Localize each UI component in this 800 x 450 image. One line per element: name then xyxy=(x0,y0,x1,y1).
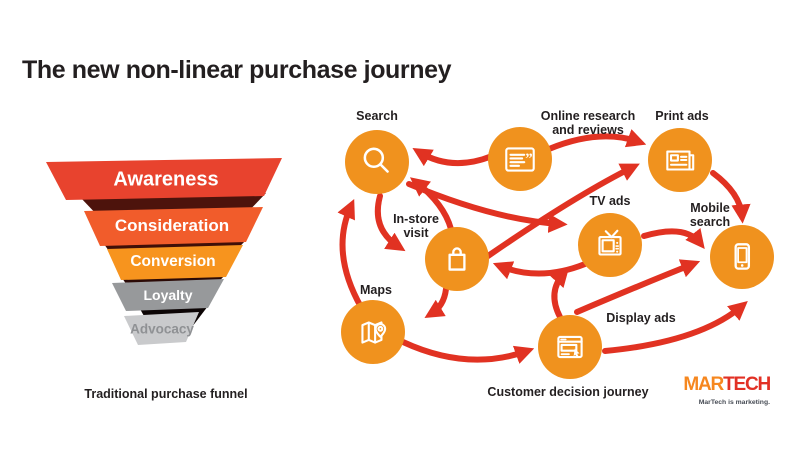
martech-wordmark: MARTECH xyxy=(660,374,771,395)
funnel-label-consideration: Consideration xyxy=(114,216,230,235)
magnifier-icon xyxy=(363,147,389,173)
node-label-online-research: Online research and reviews xyxy=(540,109,636,137)
map-icon xyxy=(361,321,387,344)
node-label-display-ads: Display ads xyxy=(606,311,676,325)
funnel-band-consideration xyxy=(84,207,263,246)
smartphone-icon xyxy=(734,243,751,270)
node-display-ads xyxy=(538,315,602,379)
funnel-label-loyalty: Loyalty xyxy=(143,287,193,303)
journey-arrows xyxy=(337,129,751,364)
arrow-online-research-to-search xyxy=(412,148,495,167)
arrow-tv-ads-to-mobile-search xyxy=(641,228,705,250)
wordmark-left: MAR xyxy=(683,374,724,395)
shopping-bag-icon xyxy=(448,247,466,271)
node-online-research: ” xyxy=(488,127,552,191)
arrow-maps-to-search xyxy=(337,199,364,310)
arrow-display-ads-to-tv-ads xyxy=(549,267,570,320)
arrow-online-research-to-print-ads xyxy=(546,129,647,152)
node-label-tv-ads: TV ads xyxy=(589,194,631,208)
journey-caption: Customer decision journey xyxy=(487,385,649,399)
funnel-band-awareness xyxy=(46,158,282,200)
arrow-tv-ads-to-in-store xyxy=(492,261,588,280)
martech-tagline: MarTech is marketing. xyxy=(698,399,770,406)
arrow-print-ads-to-mobile-search xyxy=(710,170,751,224)
arrow-display-ads-to-mobile-search-lower xyxy=(602,301,748,354)
node-tv-ads xyxy=(578,213,642,277)
arrow-search-to-in-store xyxy=(374,193,406,252)
arrow-maps-to-display-ads xyxy=(400,339,535,364)
tv-icon xyxy=(598,229,622,256)
node-search xyxy=(345,130,409,194)
node-mobile-search xyxy=(710,225,774,289)
node-label-maps: Maps xyxy=(360,283,392,297)
node-label-search: Search xyxy=(356,109,398,123)
funnel-label-awareness: Awareness xyxy=(113,168,219,191)
funnel-band-loyalty xyxy=(112,279,224,311)
node-in-store-visit xyxy=(425,227,489,291)
wordmark-right: TECH xyxy=(723,374,771,395)
funnel-label-conversion: Conversion xyxy=(130,253,216,270)
funnel-bands xyxy=(46,158,282,345)
arrow-in-store-to-maps xyxy=(424,286,449,319)
funnel-band-advocacy xyxy=(124,312,199,345)
funnel-band-conversion xyxy=(107,245,243,280)
arrow-search-to-tv-ads xyxy=(406,181,568,233)
martech-logo: MARTECH MarTech is marketing. xyxy=(660,374,771,412)
node-maps xyxy=(341,300,405,364)
page-title: The new non-linear purchase journey xyxy=(22,56,452,84)
node-label-in-store-visit: In-store visit xyxy=(393,212,439,240)
newspaper-icon xyxy=(666,150,695,171)
arrow-in-store-to-print-ads xyxy=(485,163,640,259)
display-ad-icon xyxy=(557,335,583,359)
svg-text:”: ” xyxy=(525,151,532,167)
node-label-print-ads: Print ads xyxy=(655,109,709,123)
node-print-ads xyxy=(648,128,712,192)
funnel-caption: Traditional purchase funnel xyxy=(84,387,248,401)
funnel-label-advocacy: Advocacy xyxy=(130,321,194,337)
node-label-mobile-search: Mobile search xyxy=(689,201,731,229)
arrow-display-ads-to-mobile-search-upper xyxy=(574,259,701,315)
reviews-icon: ” xyxy=(505,147,535,172)
